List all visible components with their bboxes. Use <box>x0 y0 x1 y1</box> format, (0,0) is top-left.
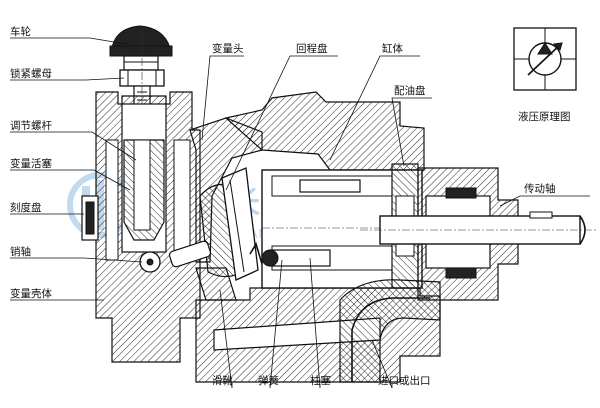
label-handwheel: 车轮 <box>10 25 31 38</box>
label-slipper: 滑靴 <box>212 374 233 387</box>
dial <box>81 195 99 241</box>
label-variable-housing: 变量壳体 <box>10 287 52 300</box>
plunger <box>261 179 361 267</box>
label-variable-head: 变量头 <box>212 42 244 55</box>
label-inlet-outlet: 进口或出口 <box>378 374 431 387</box>
label-drive-shaft: 传动轴 <box>524 182 556 195</box>
pin-shaft <box>139 251 161 273</box>
variable-piston <box>123 139 165 241</box>
label-variable-piston: 变量活塞 <box>10 157 52 170</box>
label-port-plate: 配油盘 <box>394 84 426 97</box>
drive-shaft <box>360 211 596 245</box>
handwheel <box>109 25 173 71</box>
label-lock-nut: 锁紧螺母 <box>10 67 52 80</box>
label-cylinder: 缸体 <box>382 42 403 55</box>
inlet-outlet-port <box>339 279 441 383</box>
variable-pump-symbol-icon <box>513 27 577 91</box>
return-plate <box>221 167 259 281</box>
label-hydraulic-principle: 液压原理图 <box>518 110 571 123</box>
label-pin-shaft: 销轴 <box>10 245 31 258</box>
slipper <box>168 240 237 301</box>
label-adjust-screw: 调节螺杆 <box>10 119 52 132</box>
leader-lines <box>10 37 590 389</box>
callout-labels: 车轮 锁紧螺母 调节螺杆 变量活塞 刻度盘 销轴 变量壳体 变量头 回程盘 缸体… <box>10 25 571 387</box>
label-spring: 弹簧 <box>258 374 279 387</box>
label-dial: 刻度盘 <box>10 201 42 214</box>
label-return-plate: 回程盘 <box>296 42 328 55</box>
label-plunger: 柱塞 <box>310 374 331 387</box>
